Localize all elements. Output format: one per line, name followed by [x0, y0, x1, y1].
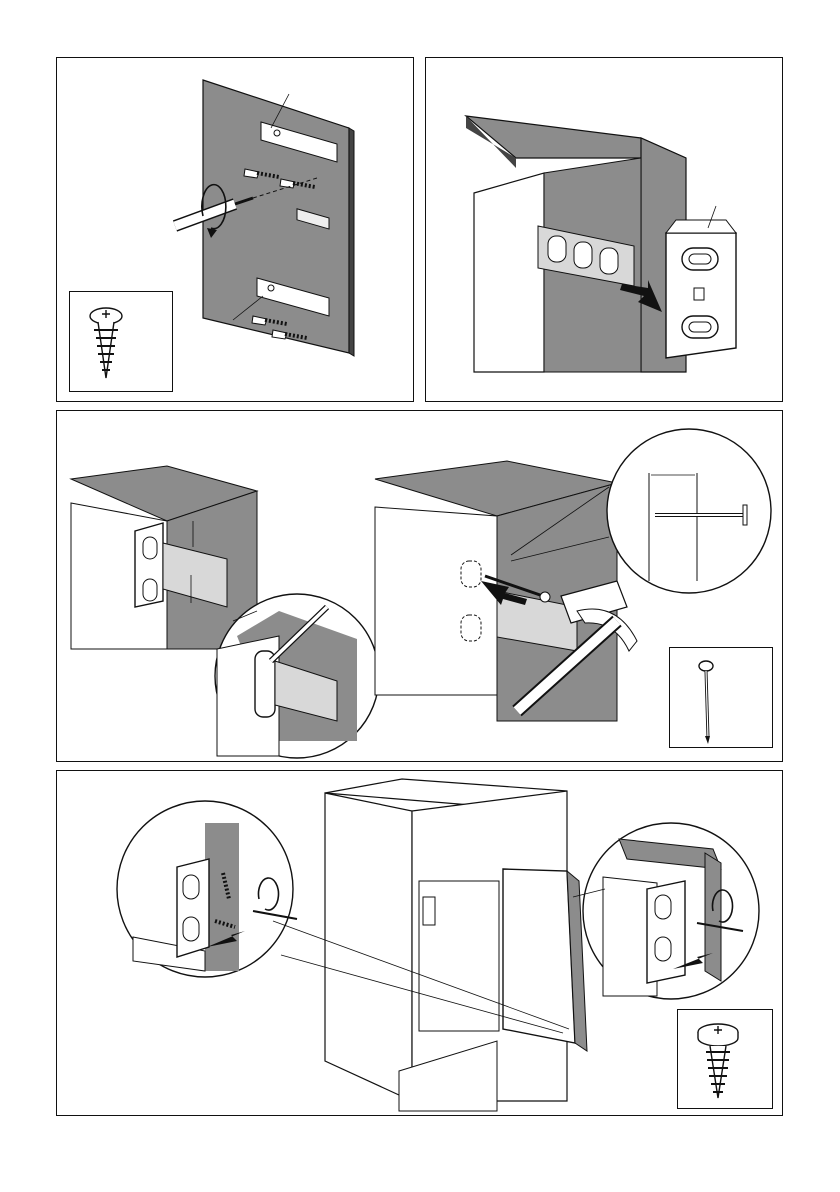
- guide-screwing-illustration: [57, 771, 783, 1116]
- nail-inset: [669, 647, 773, 748]
- detail-circle-left: [117, 801, 297, 977]
- door-guide: [666, 206, 736, 358]
- chipboard-screw-inset: [69, 291, 173, 392]
- detail-circle-right: [583, 823, 759, 999]
- detail-circle-nail: [607, 429, 771, 593]
- appliance-wall: [474, 173, 544, 372]
- panel-4-screw-guide-to-door: [56, 770, 783, 1116]
- panel-2-slide-guide: [425, 57, 783, 402]
- panel-3-align-and-mark: [56, 410, 783, 762]
- panel-1-mount-brackets: [56, 57, 414, 402]
- appliance-wall-middle: [375, 507, 497, 695]
- nail-icon: [670, 648, 774, 749]
- screw-icon: [678, 1010, 774, 1110]
- guide-slide-illustration: [426, 58, 783, 402]
- pan-head-screw-inset: [677, 1009, 773, 1109]
- screw-icon: [70, 292, 174, 393]
